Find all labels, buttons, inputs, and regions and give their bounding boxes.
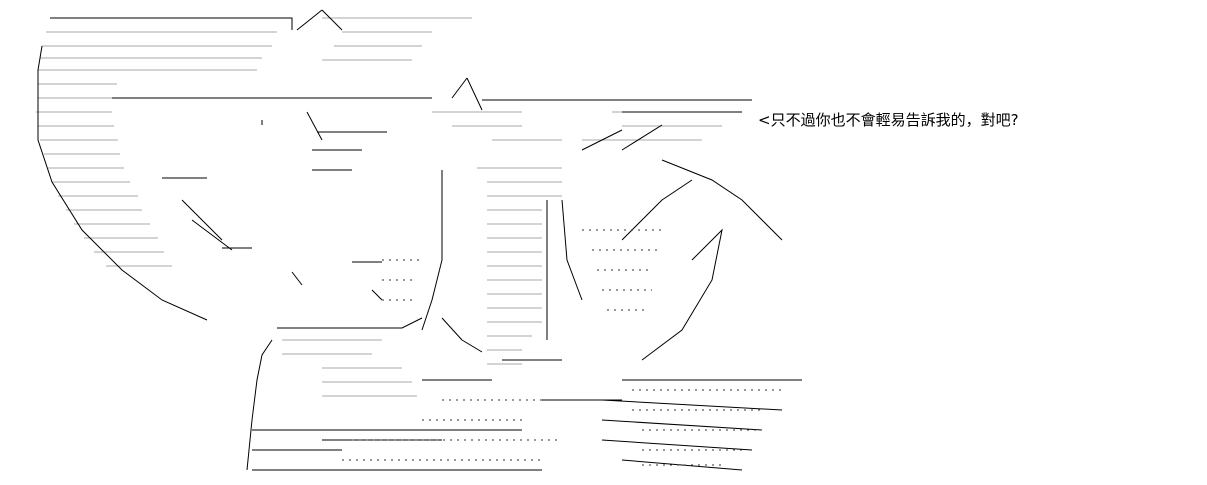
dialogue-caption: <只不過你也不會輕易告訴我的，對吧? [758,111,1019,129]
hair-shading [36,17,742,397]
dot-shading [342,229,782,466]
outline-strokes [37,9,802,471]
ascii-art-illustration [36,9,802,471]
